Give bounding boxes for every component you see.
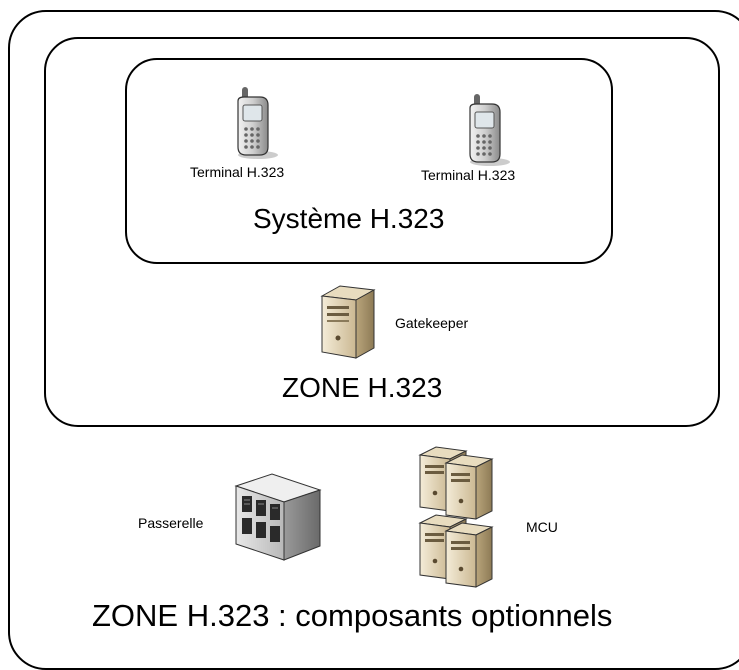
mcu-label: MCU (526, 519, 558, 535)
server-stack-icon (419, 446, 493, 588)
mobile-phone-icon (237, 87, 278, 159)
terminal-label: Terminal H.323 (190, 164, 285, 180)
zone-title: ZONE H.323 (282, 372, 443, 403)
gateway-server-icon (234, 473, 322, 561)
mobile-phone-icon (469, 94, 510, 166)
gateway-label: Passerelle (138, 515, 204, 531)
server-tower-icon (320, 285, 376, 359)
system-title: Système H.323 (253, 203, 445, 234)
system-box (125, 58, 613, 264)
gatekeeper-label: Gatekeeper (395, 315, 469, 331)
outer-zone-title: ZONE H.323 : composants optionnels (92, 598, 613, 633)
terminal-label: Terminal H.323 (421, 167, 516, 183)
